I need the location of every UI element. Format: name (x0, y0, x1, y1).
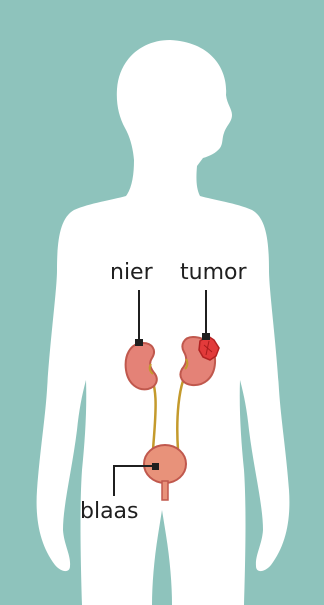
urethra (162, 481, 168, 500)
bladder-marker (152, 463, 159, 470)
tumor-marker (202, 333, 210, 340)
tumor-label: tumor (180, 262, 247, 284)
bladder-label: blaas (80, 501, 139, 523)
kidney-marker (135, 339, 143, 346)
kidney-label: nier (110, 262, 153, 284)
